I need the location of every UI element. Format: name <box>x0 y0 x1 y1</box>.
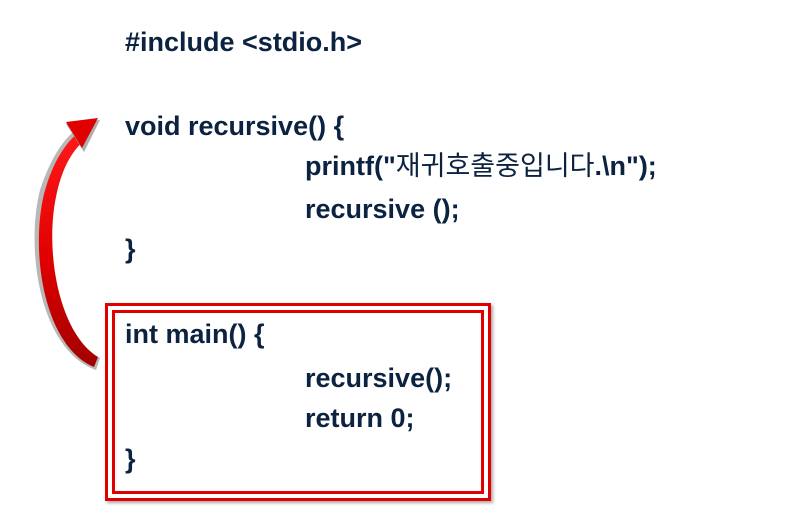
function-close-brace: } <box>125 234 136 264</box>
printf-prefix: printf(" <box>305 151 396 181</box>
main-recursive-call-line: recursive(); <box>305 363 453 393</box>
printf-korean-text: 재귀호출중입니다 <box>395 151 595 182</box>
main-function-highlight-box <box>105 303 491 501</box>
printf-suffix: .\n"); <box>594 151 657 181</box>
main-return-line: return 0; <box>305 403 415 433</box>
main-declaration-line: int main() { <box>125 319 265 349</box>
function-declaration-line: void recursive() { <box>125 111 345 141</box>
include-line: #include <stdio.h> <box>125 27 363 57</box>
printf-line: printf("재귀호출중입니다.\n"); <box>305 150 657 183</box>
main-function-highlight-inner <box>112 310 484 494</box>
recursive-call-line: recursive (); <box>305 194 460 224</box>
main-close-brace: } <box>125 444 136 474</box>
